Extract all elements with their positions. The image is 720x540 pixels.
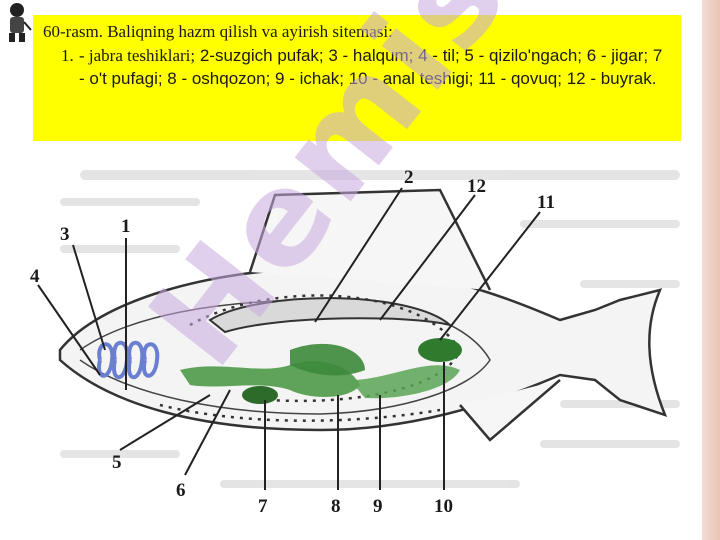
figure-label-11: 11 [537,192,555,213]
caption-title: 60-rasm. Baliqning hazm qilish va ayiris… [43,22,393,41]
figure-label-1: 1 [121,216,131,237]
figure-label-7: 7 [258,496,268,517]
figure-label-12: 12 [467,176,486,197]
figure-label-5: 5 [112,452,122,473]
figure-label-8: 8 [331,496,341,517]
figure-label-2: 2 [404,167,414,188]
figure-label-3: 3 [60,224,70,245]
caption-list-item: 1. - jabra teshiklari; 2-suzgich pufak; … [61,44,669,90]
caption-item-lead: - jabra teshiklari; [79,46,196,65]
slide-right-border [702,0,720,540]
figure-caption-box: 60-rasm. Baliqning hazm qilish va ayiris… [33,15,681,141]
figure-label-9: 9 [373,496,383,517]
figure-label-6: 6 [176,480,186,501]
figure-label-10: 10 [434,496,453,517]
caption-item-number: 1. [61,46,74,65]
pencil-figure-icon [0,0,34,44]
caption-item-text: - jabra teshiklari; 2-suzgich pufak; 3 -… [79,44,669,90]
caption-item-rest: 2-suzgich pufak; 3 - halqum; 4 - til; 5 … [79,46,663,88]
fish-anatomy-figure: 1 2 3 4 5 6 7 8 9 10 11 12 [20,150,696,536]
figure-label-4: 4 [30,266,40,287]
